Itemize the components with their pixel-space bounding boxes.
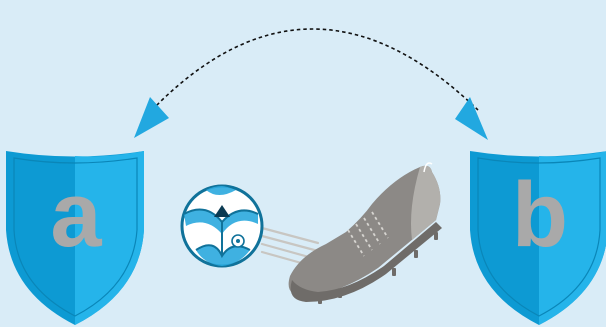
football-boot-icon — [289, 163, 442, 304]
soccer-ball-icon — [182, 186, 262, 266]
arrow-head-left — [134, 97, 169, 138]
dashed-arc — [152, 29, 478, 110]
arrow-head-right — [455, 97, 488, 140]
right-shield: b — [470, 151, 606, 325]
left-shield: a — [6, 151, 144, 325]
shield-letter-a: a — [50, 164, 102, 266]
shield-letter-b: b — [512, 164, 568, 266]
double-headed-dashed-arrow-icon — [134, 29, 488, 140]
